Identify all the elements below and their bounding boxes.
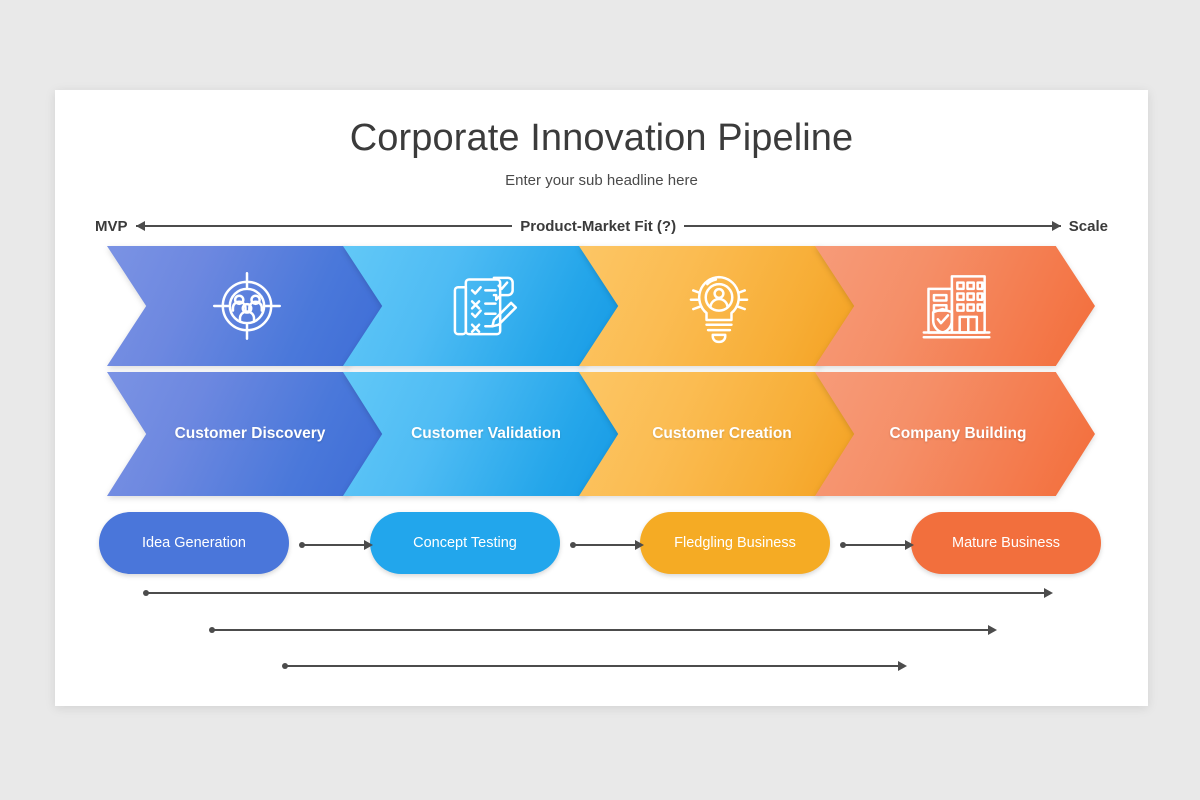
stage-label-panel: Company Building <box>815 372 1095 496</box>
connector-bar <box>303 544 365 546</box>
stage-icon-panel <box>579 246 859 366</box>
stage-customer-validation[interactable]: Customer Validation <box>343 246 623 496</box>
connector-dot-icon <box>299 542 305 548</box>
chevron-shape <box>107 372 387 496</box>
page-subtitle: Enter your sub headline here <box>505 172 698 189</box>
maturity-axis: MVP Product-Market Fit (?) Scale <box>95 215 1108 237</box>
connector-arrow-3 <box>840 540 914 550</box>
timeline-bar <box>285 665 899 667</box>
slide-card: Corporate Innovation Pipeline Enter your… <box>55 90 1148 706</box>
timeline-arrows <box>55 588 1148 688</box>
milestone-pills: Idea Generation Concept Testing Fledglin… <box>55 512 1148 574</box>
arrowhead-right-icon <box>988 625 997 635</box>
arrowhead-right-icon <box>364 540 373 550</box>
chevron-shape <box>343 372 623 496</box>
chevron-shape <box>815 372 1095 496</box>
pill-mature-business[interactable]: Mature Business <box>911 512 1101 574</box>
axis-line-right <box>684 220 1061 232</box>
timeline-arrow-1 <box>143 588 1053 598</box>
arrowhead-right-icon <box>1051 221 1061 231</box>
pill-idea-generation[interactable]: Idea Generation <box>99 512 289 574</box>
pill-label: Mature Business <box>952 535 1060 551</box>
axis-label-right: Scale <box>1068 217 1108 235</box>
connector-dot-icon <box>840 542 846 548</box>
timeline-arrow-2 <box>209 625 997 635</box>
axis-label-center: Product-Market Fit (?) <box>520 217 677 235</box>
axis-bar <box>135 225 513 227</box>
stage-customer-discovery[interactable]: Customer Discovery <box>107 246 387 496</box>
timeline-bar <box>146 592 1045 594</box>
stage-customer-creation[interactable]: Customer Creation <box>579 246 859 496</box>
connector-arrow-2 <box>570 540 644 550</box>
connector-arrow-1 <box>299 540 373 550</box>
connector-dot-icon <box>570 542 576 548</box>
chevron-shape <box>579 372 859 496</box>
axis-line-left <box>135 220 513 232</box>
arrowhead-right-icon <box>898 661 907 671</box>
connector-bar <box>574 544 636 546</box>
arrowhead-right-icon <box>1044 588 1053 598</box>
connector-bar <box>844 544 906 546</box>
axis-label-left: MVP <box>95 217 128 235</box>
stage-label-panel: Customer Creation <box>579 372 859 496</box>
arrowhead-right-icon <box>905 540 914 550</box>
pipeline-chevrons: Customer Discovery <box>55 246 1148 496</box>
pill-label: Concept Testing <box>413 535 517 551</box>
stage-icon-panel <box>815 246 1095 366</box>
pill-label: Idea Generation <box>142 535 246 551</box>
pill-label: Fledgling Business <box>674 535 796 551</box>
arrowhead-right-icon <box>635 540 644 550</box>
stage-company-building[interactable]: Company Building <box>815 246 1095 496</box>
timeline-bar <box>212 629 989 631</box>
pill-concept-testing[interactable]: Concept Testing <box>370 512 560 574</box>
axis-bar <box>684 225 1061 227</box>
timeline-arrow-3 <box>282 661 907 671</box>
page-title: Corporate Innovation Pipeline <box>349 117 854 159</box>
chevron-shape <box>815 246 1095 366</box>
pill-fledgling-business[interactable]: Fledgling Business <box>640 512 830 574</box>
